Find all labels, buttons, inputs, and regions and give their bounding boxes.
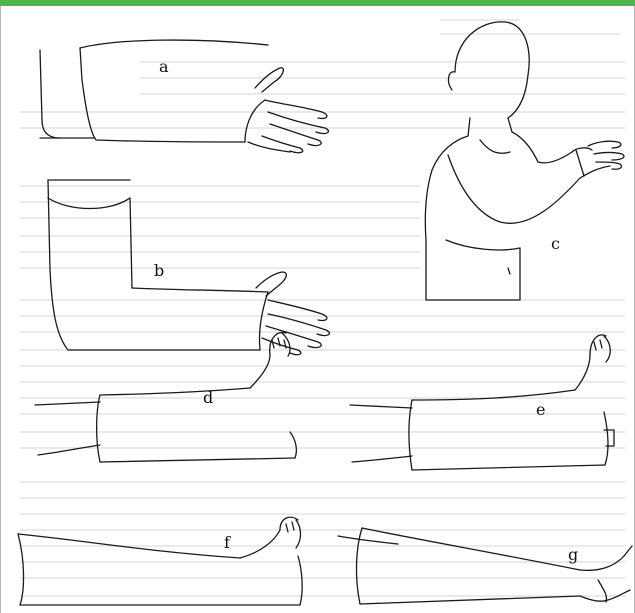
short-arm-cast-drawing — [40, 40, 328, 153]
panel-label-d: d — [203, 390, 213, 406]
panel-label-b: b — [154, 263, 164, 279]
panel-label-g: g — [568, 547, 578, 563]
shoulder-spica-cast-drawing — [425, 22, 624, 300]
panel-label-a: a — [159, 59, 169, 75]
panel-label-c: c — [551, 236, 560, 252]
panel-label-e: e — [536, 402, 545, 418]
cylinder-cast-drawing — [338, 528, 632, 604]
panel-label-f: f — [224, 535, 230, 551]
short-leg-cast-drawing — [35, 332, 296, 462]
walking-cast-drawing — [350, 335, 614, 470]
background-text-bleed — [20, 20, 625, 596]
